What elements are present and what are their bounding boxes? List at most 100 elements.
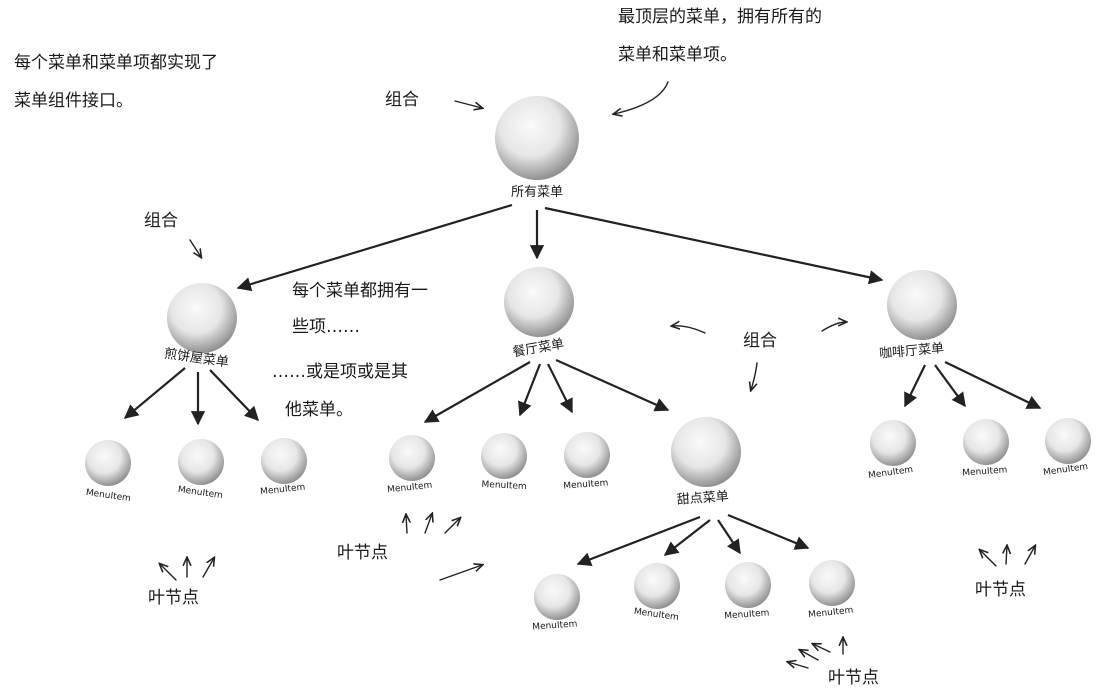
arrow-leaf-middle-1 — [406, 515, 407, 534]
root-node-label: 所有菜单 — [511, 185, 563, 200]
leaf-node: MenuItem — [962, 419, 1009, 479]
leaf-node: MenuItem — [387, 435, 435, 495]
tree-edges — [123, 203, 1042, 567]
edge-restaurant-leaf-2 — [518, 363, 542, 417]
edge-cafe-leaf-2 — [934, 364, 966, 408]
arrow-composite-to-cafe — [821, 322, 846, 332]
leaf-node: MenuItem — [532, 574, 580, 633]
leaf-node-label: MenuItem — [563, 478, 609, 491]
annotation-or-items-line2: 他菜单。 — [285, 400, 353, 420]
arrow-leaf-middle-2 — [424, 514, 432, 534]
edge-dessert-leaf-2 — [663, 519, 711, 556]
annotation-composite-left: 组合 — [144, 211, 178, 231]
arrow-leaf-left-1 — [160, 564, 177, 581]
edge-cafe-leaf-1 — [904, 364, 926, 408]
menu-node-cafe-label: 咖啡厅菜单 — [879, 341, 945, 362]
edge-cafe-leaf-3 — [944, 361, 1042, 409]
arrow-leaf-right-1 — [980, 550, 997, 567]
leaf-node-ball — [725, 562, 771, 608]
annotation-leaf-right: 叶节点 — [975, 580, 1026, 600]
annotation-every-implements-line2: 菜单组件接口。 — [14, 91, 133, 111]
arrow-leaf-bottom-3 — [813, 644, 831, 653]
menu-node-cafe-ball — [887, 270, 957, 340]
annotation-every-implements-line1: 每个菜单和菜单项都实现了 — [14, 53, 218, 73]
leaf-node-label: MenuItem — [868, 465, 914, 481]
edge-restaurant-leaf-1 — [423, 361, 531, 423]
leaf-node: MenuItem — [808, 560, 855, 620]
leaf-node-label: MenuItem — [387, 481, 433, 496]
arrow-leaf-left-3 — [202, 558, 214, 578]
leaf-node: MenuItem — [177, 439, 224, 501]
annotation-top-level-line1: 最顶层的菜单，拥有所有的 — [618, 7, 822, 27]
leaf-node-ball — [481, 433, 527, 479]
menu-node-pancake: 煎饼屋菜单 — [163, 283, 237, 370]
leaf-node-ball — [261, 438, 307, 484]
annotation-leaf-bottom: 叶节点 — [828, 668, 879, 688]
submenu-node-dessert-ball — [671, 417, 741, 487]
edge-pancake-leaf-1 — [123, 367, 186, 419]
leaf-node: MenuItem — [563, 432, 610, 492]
edge-restaurant-dessert — [555, 358, 670, 412]
menu-node-restaurant: 餐厅菜单 — [504, 267, 574, 360]
arrow-composite-to-restaurant — [672, 326, 706, 334]
edge-dessert-leaf-3 — [717, 519, 741, 555]
annotation-each-menu-line2: 些项…… — [292, 317, 360, 337]
annotation-top-level-line2: 菜单和菜单项。 — [618, 45, 737, 65]
submenu-node-dessert-label: 甜点菜单 — [676, 488, 729, 508]
annotations: 每个菜单和菜单项都实现了 菜单组件接口。 最顶层的菜单，拥有所有的 菜单和菜单项… — [14, 7, 1026, 688]
leaf-node-ball — [963, 419, 1009, 465]
menu-node-restaurant-label: 餐厅菜单 — [511, 336, 565, 361]
annotation-leaf-middle: 叶节点 — [337, 543, 388, 563]
edge-pancake-leaf-3 — [209, 369, 259, 422]
annotation-each-menu-line1: 每个菜单都拥有一 — [292, 281, 428, 301]
leaf-node-ball — [534, 574, 580, 620]
leaf-node-label: MenuItem — [1043, 462, 1089, 478]
arrow-composite-to-dessert — [751, 362, 758, 390]
edge-dessert-leaf-1 — [576, 515, 701, 567]
menu-node-pancake-ball — [167, 283, 237, 353]
leaf-node-label: MenuItem — [481, 480, 527, 492]
leaf-node-label: MenuItem — [808, 606, 854, 621]
leaf-node: MenuItem — [633, 563, 680, 623]
leaf-node-label: MenuItem — [633, 607, 679, 623]
annotation-composite-middle: 组合 — [743, 331, 777, 351]
leaf-node-label: MenuItem — [962, 465, 1008, 478]
leaf-node-label: MenuItem — [85, 488, 131, 504]
pointer-arrows — [160, 81, 1035, 669]
annotation-composite-root: 组合 — [385, 90, 419, 110]
leaf-node-ball — [870, 420, 916, 466]
leaf-node-ball — [634, 563, 680, 609]
menu-node-restaurant-ball — [504, 267, 574, 337]
arrow-leaf-right-2 — [1006, 546, 1007, 565]
leaf-node: MenuItem — [85, 440, 131, 504]
edge-root-cafe — [544, 206, 884, 285]
leaf-node: MenuItem — [481, 433, 527, 492]
arrow-leaf-bottom-1 — [788, 662, 809, 669]
arrow-to-pancake-composite — [189, 239, 201, 257]
leaf-node: MenuItem — [724, 562, 771, 622]
menu-node-cafe: 咖啡厅菜单 — [879, 270, 957, 362]
leaf-node-ball — [85, 440, 131, 486]
leaf-node-ball — [389, 435, 435, 481]
leaf-node-ball — [564, 432, 610, 478]
annotation-leaf-left: 叶节点 — [148, 588, 199, 608]
root-node-ball — [495, 96, 579, 180]
edge-root-pancake — [236, 203, 513, 292]
arrow-to-root-composite — [454, 100, 482, 108]
leaf-node: MenuItem — [1043, 418, 1091, 478]
submenu-node-dessert: 甜点菜单 — [671, 417, 741, 508]
leaf-node-ball — [178, 439, 224, 485]
root-node: 所有菜单 — [495, 96, 579, 200]
leaf-node-label: MenuItem — [724, 608, 770, 621]
leaf-node: MenuItem — [868, 420, 916, 481]
leaf-node-label: MenuItem — [177, 485, 223, 501]
edge-dessert-leaf-4 — [727, 513, 810, 550]
annotation-or-items-line1: ……或是项或是其 — [272, 362, 408, 382]
leaf-node-ball — [809, 560, 855, 606]
edge-restaurant-leaf-3 — [547, 363, 573, 414]
arrow-leaf-bottom-2 — [800, 650, 819, 661]
leaf-node: MenuItem — [260, 438, 307, 497]
arrow-leaf-middle-3 — [444, 518, 460, 534]
leaf-node-ball — [1045, 418, 1091, 464]
